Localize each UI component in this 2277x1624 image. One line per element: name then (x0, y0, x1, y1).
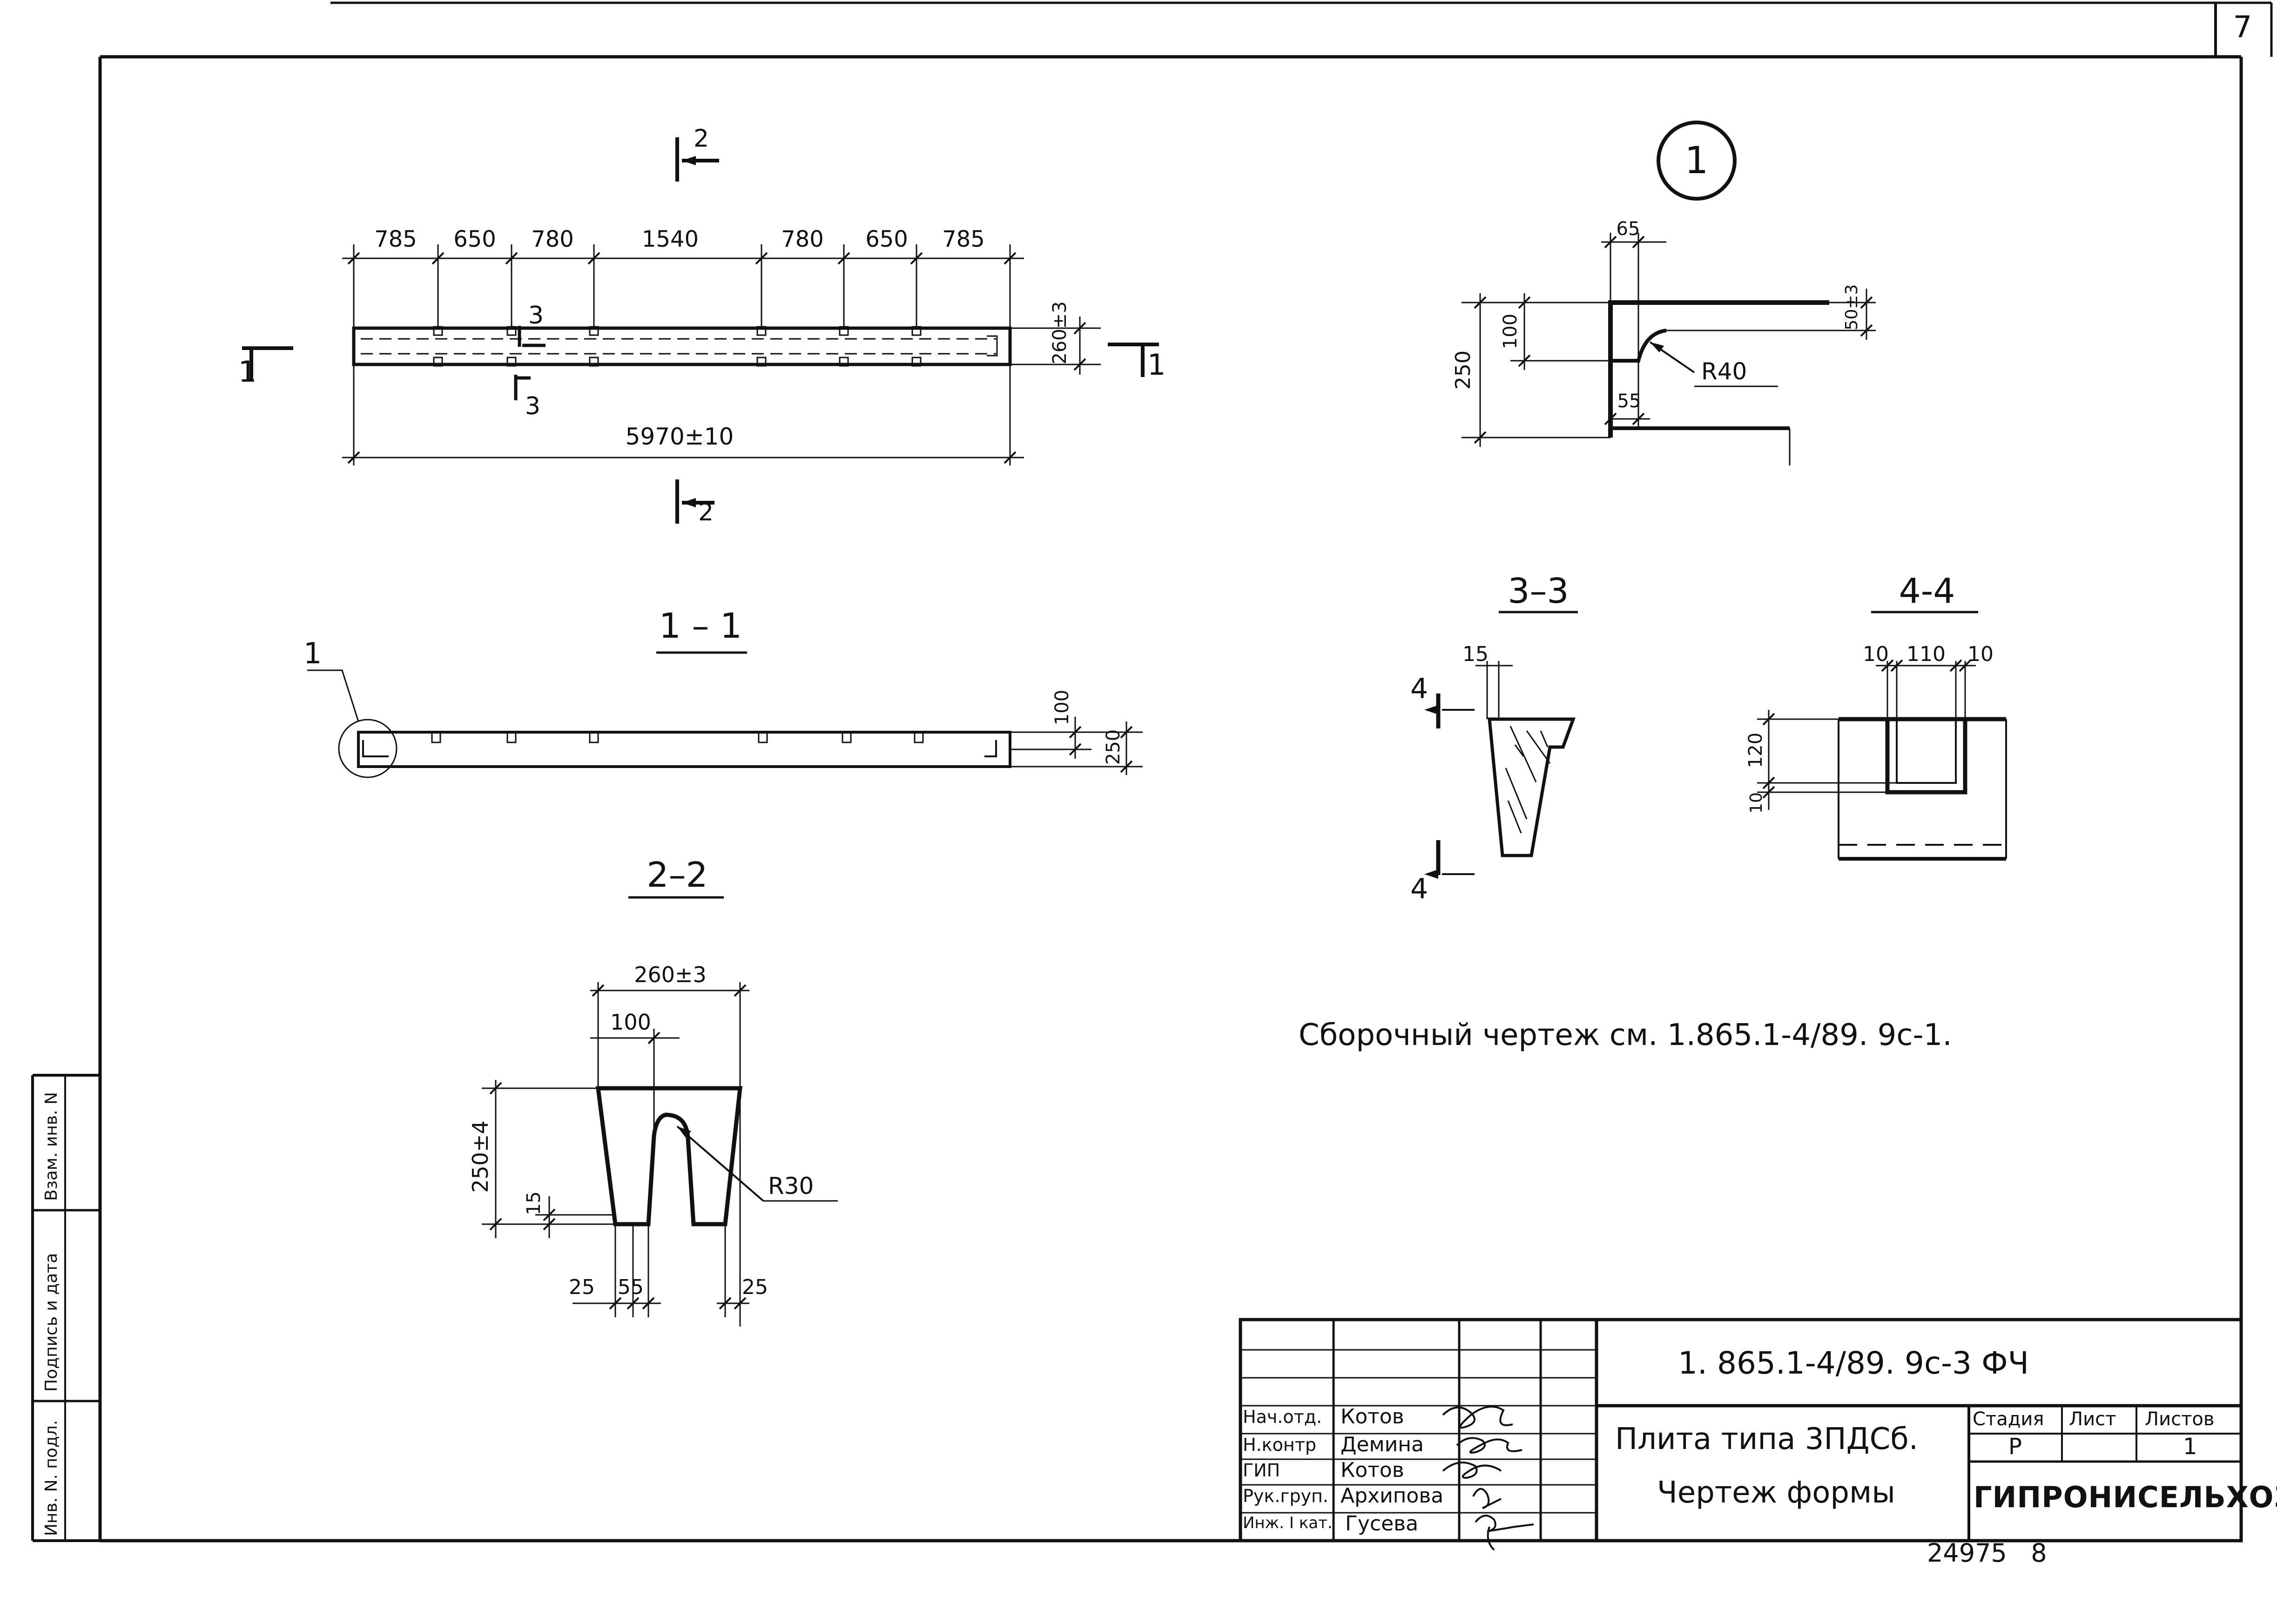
section-2-2-radius: R30 (768, 1173, 814, 1199)
sheets-value: 1 (2183, 1434, 2197, 1460)
section-2-2-dim-width: 260±3 (634, 962, 707, 987)
document-code: 1. 865.1-4/89. 9с-3 ФЧ (1678, 1345, 2029, 1381)
plan-dim-height: 260±3 (1049, 301, 1071, 364)
plan-dim-length: 5970±10 (626, 423, 734, 450)
title-role-2: Н.контр (1243, 1435, 1316, 1455)
side-stamp-replace-label: Взам. инв. N (42, 1092, 61, 1201)
section-4-4 (1757, 611, 2007, 861)
stage-value: Р (2008, 1434, 2022, 1460)
section-3-3 (1424, 611, 1578, 879)
assembly-note: Сборочный чертеж см. 1.865.1-4/89. 9с-1. (1299, 1018, 1952, 1052)
node-1-dim-250: 250 (1451, 350, 1475, 390)
node-1-label: 1 (1685, 139, 1709, 182)
section-2-2-title: 2–2 (647, 855, 707, 895)
drawing-title-line-1: Плита типа 3ПДСб. (1615, 1422, 1919, 1456)
title-role-5: Инж. I кат. (1243, 1514, 1333, 1532)
section-4-4-dim-120: 120 (1745, 733, 1766, 768)
node-1-radius: R40 (1701, 358, 1747, 385)
section-2-2-dim-55: 55 (618, 1275, 644, 1299)
section-1-1 (307, 651, 1143, 778)
section-4-4-dim-10-left: 10 (1863, 642, 1889, 666)
section-1-1-callout: 1 (303, 636, 322, 670)
section-4-4-dim-10-right: 10 (1967, 642, 1994, 666)
cut-4-top-label: 4 (1410, 673, 1428, 705)
section-2-2-dim-inner: 100 (610, 1010, 651, 1035)
section-4-4-title: 4-4 (1899, 571, 1955, 611)
drawing-title-line-2: Чертеж формы (1657, 1476, 1895, 1510)
node-1-dim-55: 55 (1617, 391, 1641, 412)
sheet-frame (98, 1, 2273, 1543)
title-block-grid (1239, 1318, 2243, 1543)
cut-1-left-label: 1 (238, 355, 256, 389)
plan-dim-5: 780 (781, 226, 824, 252)
section-2-2-dim-height: 250±4 (468, 1120, 493, 1193)
title-name-2: Демина (1341, 1433, 1424, 1456)
title-name-1: Котов (1341, 1405, 1404, 1429)
node-1-dim-65: 65 (1617, 218, 1640, 240)
section-2-2 (482, 896, 838, 1327)
section-1-1-dim-250: 250 (1103, 729, 1124, 765)
sheet-number: 7 (2233, 10, 2252, 45)
section-1-1-title: 1 – 1 (659, 606, 742, 646)
signatures (1442, 1406, 1534, 1551)
node-1-detail (1462, 121, 1876, 465)
title-role-4: Рук.груп. (1243, 1486, 1328, 1506)
cut-3-bottom-label: 3 (525, 392, 540, 420)
section-2-2-dim-25-left: 25 (569, 1275, 595, 1299)
organization-name: ГИПРОНИСЕЛЬХОЗ (1974, 1480, 2277, 1514)
cut-3-top-label: 3 (528, 302, 544, 330)
plan-view (242, 137, 1159, 524)
stage-header: Стадия (1973, 1408, 2044, 1430)
section-3-3-title: 3–3 (1508, 571, 1569, 611)
title-name-3: Котов (1341, 1458, 1404, 1482)
plan-dim-2: 650 (453, 226, 496, 252)
title-role-3: ГИП (1243, 1460, 1280, 1481)
section-3-3-dim-15: 15 (1462, 642, 1489, 666)
section-1-1-dim-100: 100 (1051, 690, 1073, 725)
section-2-2-dim-25-right: 25 (742, 1275, 768, 1299)
sheets-header: Листов (2145, 1408, 2215, 1430)
section-4-4-dim-10: 10 (1747, 792, 1766, 814)
footer-number: 24975 8 (1927, 1538, 2047, 1568)
plan-dim-7: 785 (942, 226, 985, 252)
side-stamp-inv-label: Инв. N. подл. (42, 1420, 61, 1536)
node-1-dim-50: 50±3 (1842, 284, 1861, 330)
title-name-4: Архипова (1341, 1484, 1444, 1508)
section-2-2-dim-15: 15 (523, 1192, 545, 1215)
title-role-1: Нач.отд. (1243, 1407, 1322, 1427)
title-name-5: Гусева (1345, 1512, 1419, 1536)
plan-dim-3: 780 (531, 226, 574, 252)
cut-4-bottom-label: 4 (1410, 873, 1428, 905)
plan-top-dimensions: 785 650 780 1540 780 650 785 (374, 226, 985, 252)
section-4-4-dim-110: 110 (1906, 642, 1946, 666)
cut-2-bottom-label: 2 (698, 499, 714, 526)
plan-dim-1: 785 (374, 226, 417, 252)
plan-dim-6: 650 (865, 226, 908, 252)
side-stamp (31, 1074, 100, 1542)
cut-1-right-label: 1 (1147, 348, 1165, 382)
plan-dim-4: 1540 (642, 226, 699, 252)
sheet-header: Лист (2069, 1408, 2116, 1430)
cut-2-top-label: 2 (694, 125, 709, 153)
side-stamp-sign-label: Подпись и дата (42, 1253, 61, 1392)
node-1-dim-100: 100 (1500, 314, 1521, 349)
